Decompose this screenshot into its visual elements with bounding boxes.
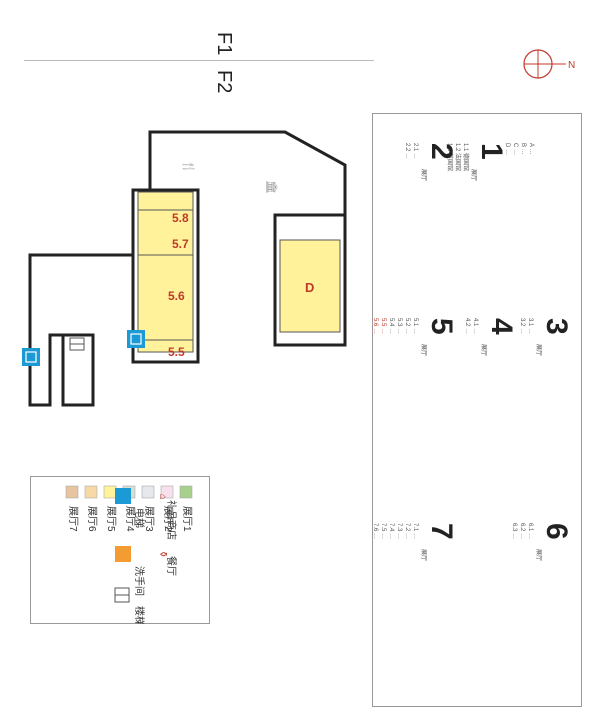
directory-entry-line: 7.3 …	[396, 523, 402, 539]
directory-entry-number: 7	[425, 523, 458, 540]
legend-restroom-label: 洗手间	[133, 566, 146, 596]
directory-entry-line: 5.6 …	[372, 318, 378, 334]
restaurant-map-icon: 🍴	[182, 160, 195, 174]
legend-hall-label: 展厅1	[181, 506, 193, 532]
directory-entry-number: 2	[425, 143, 458, 160]
directory-entry-line: 7.1 …	[412, 523, 418, 539]
left-annex-wall	[28, 253, 133, 407]
hall-57-label: 5.7	[172, 237, 189, 251]
legend-restaurant-label: 餐厅	[165, 556, 178, 576]
directory-entry-line: 7.2 …	[404, 523, 410, 539]
directory-entry-line: 3.2 …	[519, 318, 525, 334]
legend-hall-label: 展厅6	[86, 506, 98, 532]
directory-entry-line: 4.2 …	[464, 318, 470, 334]
hall-55-label: 5.5	[168, 345, 185, 359]
legend: 展厅1 展厅2 展厅3 展厅4 展厅5 展厅6 展厅7 ⌂ 礼品商店 ⚱ 餐厅 电梯 洗手间…	[30, 476, 210, 624]
directory-entry-line: 1.1 德国馆	[462, 143, 470, 171]
legend-elevator-swatch	[115, 488, 131, 504]
compass-north-label: N	[568, 60, 575, 71]
directory-entry-line: 5.1 …	[412, 318, 418, 334]
directory-box	[372, 113, 582, 707]
directory-top-line: A …	[528, 143, 534, 154]
hall-5[interactable]	[137, 191, 194, 353]
directory-entry-line: 2.1 …	[412, 143, 418, 159]
directory-top-line: B …	[520, 143, 526, 155]
directory-entry-tag: 展厅	[420, 169, 427, 181]
compass: N	[523, 49, 575, 79]
directory-entry-tag: 展厅	[420, 344, 427, 356]
hall-58-label: 5.8	[172, 211, 189, 225]
directory-entry-tag: 展厅	[535, 344, 542, 356]
directory-entry-line: 1.2 法国馆	[454, 143, 462, 171]
legend-hall-swatch	[141, 485, 155, 499]
directory-top-line: C …	[512, 143, 518, 155]
directory-entry: 6 展厅 6.1 …6.2 …6.3 …	[511, 523, 573, 561]
legend-hall-label: 展厅2	[162, 506, 174, 532]
directory-top-line: D …	[504, 143, 510, 155]
directory-entry-line: 7.6 …	[372, 523, 378, 539]
gift-shop-map-icon: 🏛	[265, 180, 278, 194]
legend-hall-label: 展厅3	[143, 506, 155, 532]
directory-entry-tag: 展厅	[535, 549, 542, 561]
legend-hall-swatch	[84, 485, 98, 499]
hall-56-label: 5.6	[168, 289, 185, 303]
directory-entry-line: 6.1 …	[527, 523, 533, 539]
directory-entry-tag: 展厅	[470, 169, 477, 181]
directory-entry-line: 4.1 …	[472, 318, 478, 334]
corridor-wall-top	[148, 130, 347, 215]
legend-hall-label: 展厅7	[67, 506, 79, 532]
elevator-icon-left	[22, 348, 40, 366]
hall-d-label: D	[305, 280, 314, 295]
directory-entry-line: 5.2 …	[404, 318, 410, 334]
hall-d[interactable]	[279, 239, 341, 333]
svg-text:⌂: ⌂	[157, 494, 168, 500]
directory-entry-number: 5	[425, 318, 458, 335]
directory-entry-tag: 展厅	[420, 549, 427, 561]
legend-restroom-swatch	[115, 546, 131, 562]
legend-hall-swatch	[179, 485, 193, 499]
legend-hall-label: 展厅5	[105, 506, 117, 532]
top-divider	[24, 60, 374, 61]
legend-elevator-label: 电梯	[133, 508, 146, 528]
legend-hall-swatch	[103, 485, 117, 499]
legend-facilities: ⌂ 礼品商店 ⚱ 餐厅 电梯 洗手间 楼梯	[114, 488, 178, 624]
directory-entry-line: 5.3 …	[396, 318, 402, 334]
directory-entry-line: 2.2 …	[404, 143, 410, 159]
directory-entry-line: 7.5 …	[380, 523, 386, 539]
directory-entry-number: 6	[540, 523, 573, 540]
elevator-icon	[127, 330, 145, 348]
legend-gift-label: 礼品商店	[165, 500, 178, 540]
legend-hall-swatch	[65, 485, 79, 499]
directory-entry-number: 1	[475, 143, 508, 160]
directory-entry: 2 展厅 2.1 …2.2 …	[404, 143, 458, 181]
legend-hall-label: 展厅4	[124, 506, 136, 532]
directory-entry-line: 3.1 …	[527, 318, 533, 334]
directory-entry-number: 4	[485, 318, 518, 335]
directory-entry-line: 7.4 …	[388, 523, 394, 539]
directory-entry-line: 5.5 …	[380, 318, 386, 334]
directory-entry-line: 6.3 …	[511, 523, 517, 539]
directory-entry-number: 3	[540, 318, 573, 335]
directory-entry: 4 展厅 4.1 …4.2 …	[464, 318, 518, 356]
directory-entry-line: 1.3 英国馆	[446, 143, 454, 171]
directory-entry: 7 展厅 7.1 …7.2 …7.3 …7.4 …7.5 …7.6 …	[372, 523, 458, 561]
legend-stairs-label: 楼梯	[133, 606, 146, 624]
directory-entry-line: 5.4 …	[388, 318, 394, 334]
directory-entry-tag: 展厅	[480, 344, 487, 356]
svg-text:⚱: ⚱	[157, 550, 168, 558]
left-annex-room	[61, 333, 95, 407]
legend-hall-swatch	[160, 485, 174, 499]
directory-entry-line: 6.2 …	[519, 523, 525, 539]
directory-entry: 3 展厅 3.1 …3.2 …	[519, 318, 573, 356]
